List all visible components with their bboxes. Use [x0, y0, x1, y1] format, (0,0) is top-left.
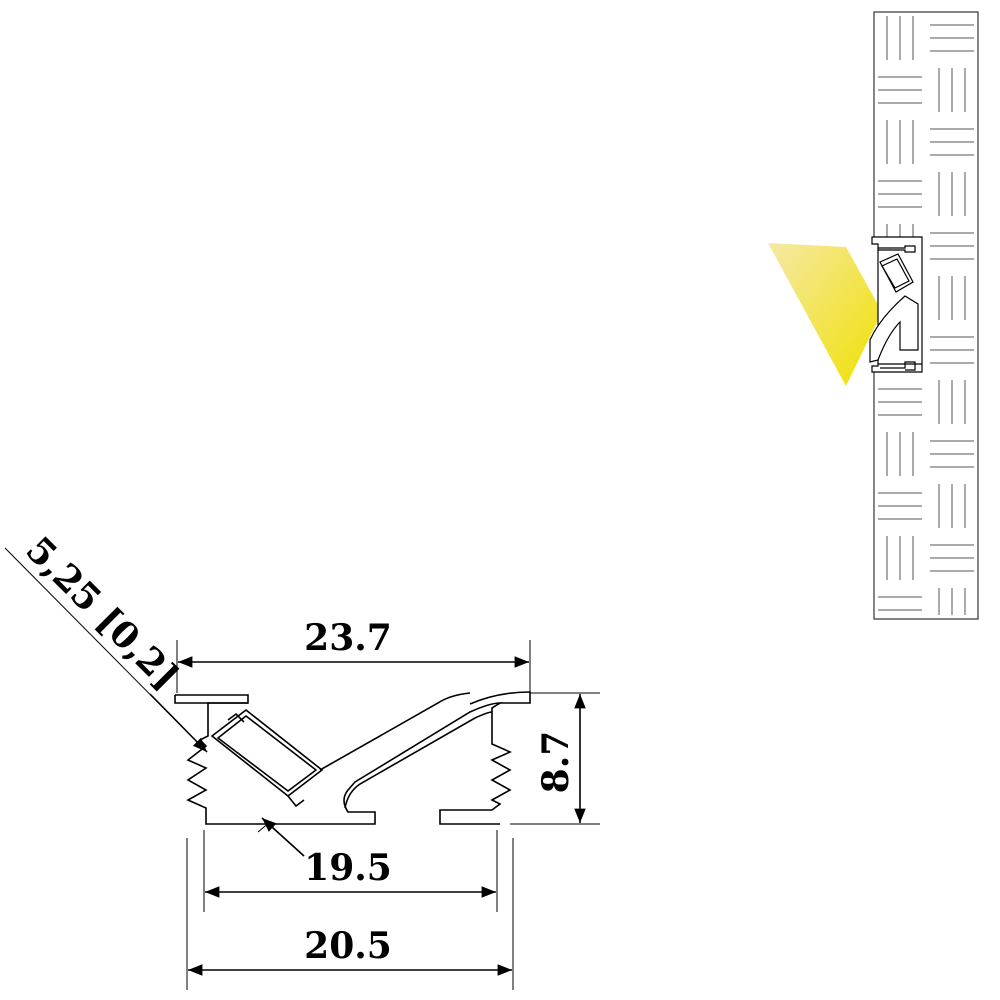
wall-mounted-profile [869, 236, 923, 373]
dimension-led-width: 5,25 [0,2] [4, 529, 305, 857]
label-inner-width: 19.5 [304, 847, 392, 889]
profile-inner-arm [344, 711, 493, 809]
led-strip-holder [210, 708, 324, 808]
label-height: 8.7 [535, 731, 577, 794]
label-top-width: 23.7 [304, 617, 392, 659]
profile-left-foot [174, 695, 248, 704]
profile-slope [319, 692, 471, 771]
label-outer-width: 20.5 [304, 925, 392, 967]
light-beam [768, 243, 882, 386]
profile-outline [175, 694, 512, 825]
dimension-inner-width: 19.5 [203, 830, 498, 912]
dimension-top-width: 23.7 [176, 617, 531, 693]
dimension-outer-width: 20.5 [186, 838, 514, 990]
profile-top-right [469, 691, 531, 705]
dimension-height: 8.7 [510, 692, 600, 825]
wall-illustration [768, 11, 979, 620]
wall-brick-pattern [878, 16, 974, 615]
profile-cross-section [174, 691, 531, 825]
label-led-width: 5,25 [0,2] [18, 529, 187, 698]
